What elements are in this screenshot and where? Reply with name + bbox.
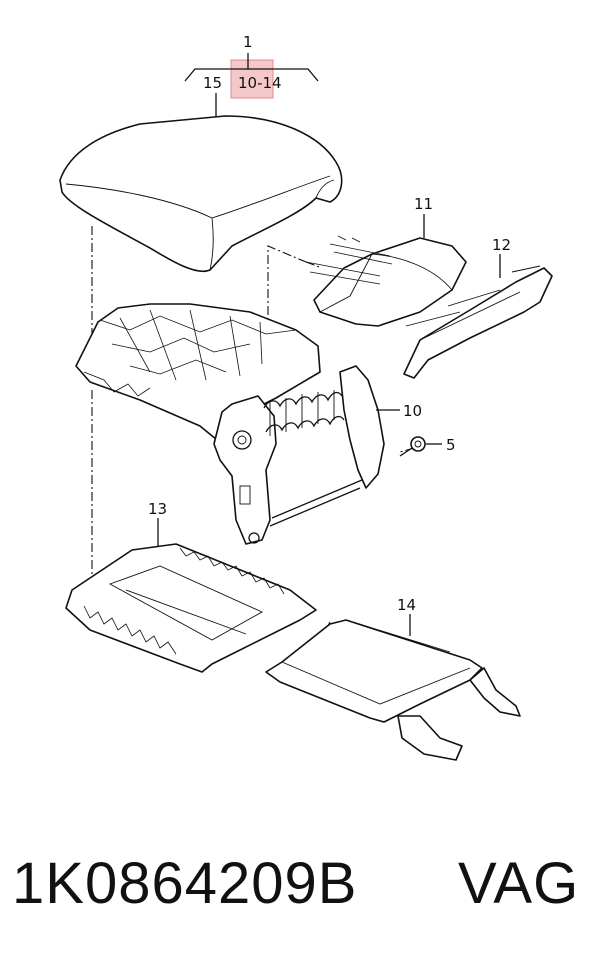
callout-11: 11 bbox=[414, 195, 433, 213]
callout-12: 12 bbox=[492, 236, 511, 254]
exploded-parts-diagram: 1 15 10-14 11 bbox=[59, 33, 553, 761]
part-number: 1K0864209B bbox=[12, 851, 358, 916]
callout-5: 5 bbox=[446, 436, 456, 454]
callout-14: 14 bbox=[397, 596, 416, 614]
highlight-box bbox=[230, 59, 274, 99]
side-trim: 12 bbox=[403, 236, 553, 379]
armrest-lid bbox=[59, 115, 343, 273]
pocket-insert: 11 bbox=[305, 195, 467, 327]
callout-10: 10 bbox=[403, 402, 422, 420]
callout-15: 15 bbox=[203, 74, 222, 92]
callout-1: 1 bbox=[243, 33, 253, 51]
screw: 5 bbox=[399, 436, 456, 457]
footer: 1K0864209B VAG bbox=[0, 850, 600, 960]
armrest-frame: 10 bbox=[75, 303, 422, 545]
bottom-cover: 13 bbox=[65, 500, 317, 673]
brand-label: VAG bbox=[458, 851, 580, 916]
callout-10-14: 10-14 bbox=[238, 74, 282, 92]
callout-13: 13 bbox=[148, 500, 167, 518]
tray: 14 bbox=[265, 596, 521, 761]
callout-group-top: 1 15 10-14 bbox=[184, 33, 319, 118]
